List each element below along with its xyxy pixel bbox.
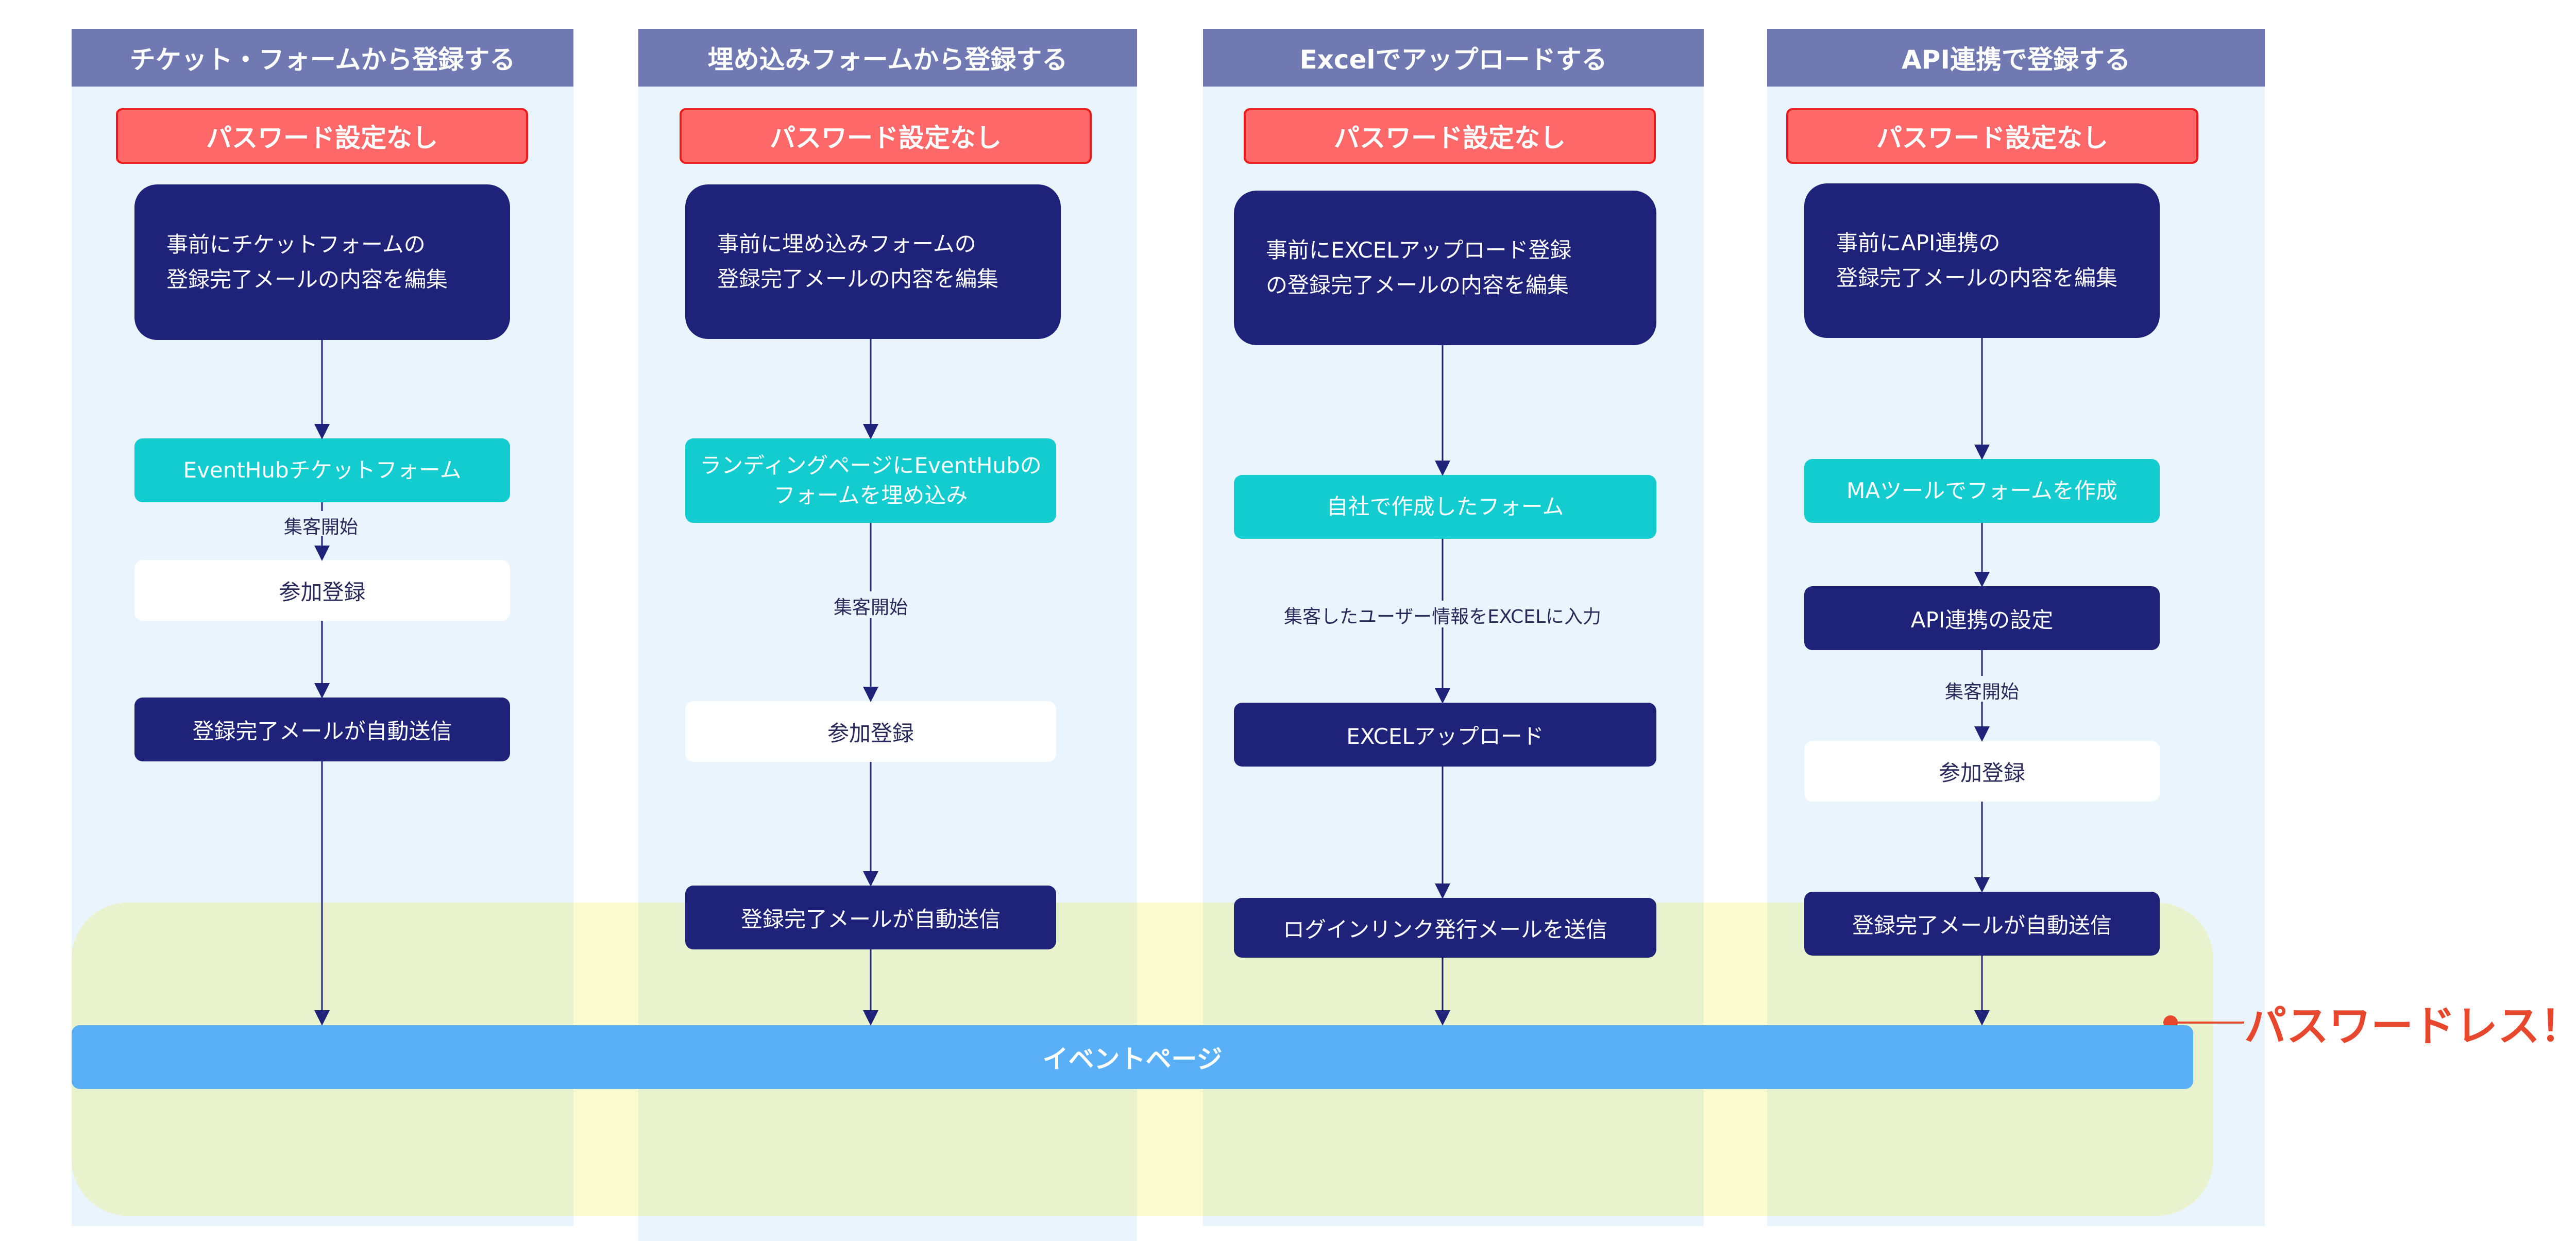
lane-1-mail-node: 登録完了メールが自動送信 (134, 698, 510, 761)
lane-4-register-node: 参加登録 (1804, 741, 2160, 802)
lane-2-prep-node: 事前に埋め込みフォームの 登録完了メールの内容を編集 (685, 184, 1061, 339)
lane-1-register-node: 参加登録 (134, 560, 510, 621)
lane-3-prep-node: 事前にEXCELアップロード登録 の登録完了メールの内容を編集 (1234, 191, 1656, 345)
lane-3-prep-text: 事前にEXCELアップロード登録 の登録完了メールの内容を編集 (1266, 237, 1572, 298)
lane-2-edge-label: 集客開始 (830, 592, 911, 619)
lane-4-api-node: API連携の設定 (1804, 586, 2160, 650)
lane-3-header: Excelでアップロードする (1203, 29, 1704, 87)
lane-2-register-node: 参加登録 (685, 701, 1056, 762)
lane-2-header: 埋め込みフォームから登録する (638, 29, 1137, 87)
lane-3-password-badge: パスワード設定なし (1244, 108, 1656, 164)
lane-1-header: チケット・フォームから登録する (72, 29, 573, 87)
lane-4-prep-text: 事前にAPI連携の 登録完了メールの内容を編集 (1836, 230, 2118, 291)
lane-1-prep-text: 事前にチケットフォームの 登録完了メールの内容を編集 (166, 232, 448, 292)
event-page-bar: イベントページ (72, 1025, 2193, 1089)
lane-3-edge-label: 集客したユーザー情報をEXCELに入力 (1280, 602, 1605, 628)
lane-4-mail-node: 登録完了メールが自動送信 (1804, 892, 2160, 956)
lane-3-upload-node: EXCELアップロード (1234, 703, 1656, 767)
lane-1-prep-node: 事前にチケットフォームの 登録完了メールの内容を編集 (134, 184, 510, 340)
lane-2-form-node: ランディングページにEventHubの フォームを埋め込み (685, 438, 1056, 523)
lane-2-password-badge: パスワード設定なし (680, 108, 1092, 164)
lane-4-prep-node: 事前にAPI連携の 登録完了メールの内容を編集 (1804, 183, 2160, 338)
lane-1-password-badge: パスワード設定なし (116, 108, 528, 164)
lane-2-mail-node: 登録完了メールが自動送信 (685, 886, 1056, 949)
passwordless-label: パスワードレス！ (2244, 1002, 2576, 1051)
lane-3-mail-node: ログインリンク発行メールを送信 (1234, 898, 1656, 958)
lane-3-form-node: 自社で作成したフォーム (1234, 475, 1656, 539)
lane-2-prep-text: 事前に埋め込みフォームの 登録完了メールの内容を編集 (717, 231, 999, 292)
lane-4-form-node: MAツールでフォームを作成 (1804, 459, 2160, 523)
lane-4-header: API連携で登録する (1767, 29, 2265, 87)
lane-4-password-badge: パスワード設定なし (1786, 108, 2198, 164)
lane-4-edge-label: 集客開始 (1941, 677, 2023, 704)
lane-1-edge-label: 集客開始 (280, 512, 362, 539)
lane-1-form-node: EventHubチケットフォーム (134, 438, 510, 502)
